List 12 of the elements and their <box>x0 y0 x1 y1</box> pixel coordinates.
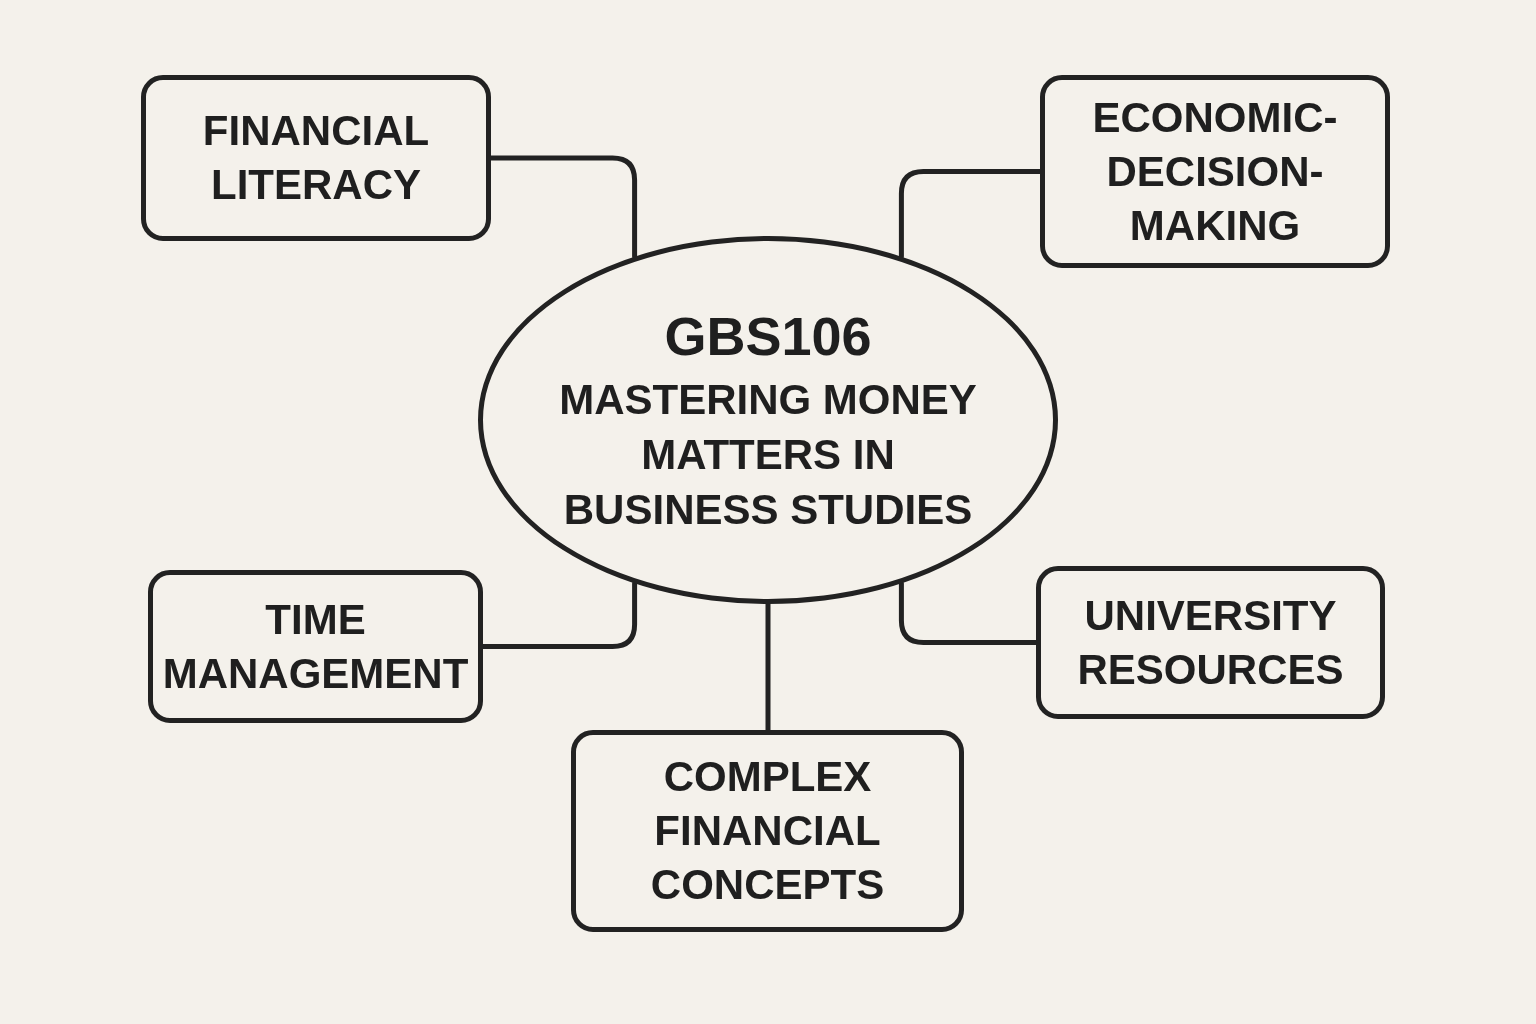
topic-box <box>571 730 964 932</box>
topic-label: ECONOMIC-DECISION-MAKING <box>1091 92 1339 251</box>
topic-label: FINANCIAL LITERACY <box>201 106 431 210</box>
topic-box <box>1036 566 1385 719</box>
topic-label: UNIVERSITY RESOURCES <box>1076 590 1345 695</box>
course-code: GBS106 <box>664 304 872 368</box>
topic-label: TIME MANAGEMENT <box>162 594 469 699</box>
topic-box <box>148 570 483 723</box>
topic-label: COMPLEX FINANCIAL CONCEPTS <box>649 752 886 910</box>
topic-box <box>141 75 491 241</box>
topic-box <box>1040 75 1390 268</box>
course-title: MASTERING MONEY MATTERS IN BUSINESS STUDIES <box>558 374 978 535</box>
